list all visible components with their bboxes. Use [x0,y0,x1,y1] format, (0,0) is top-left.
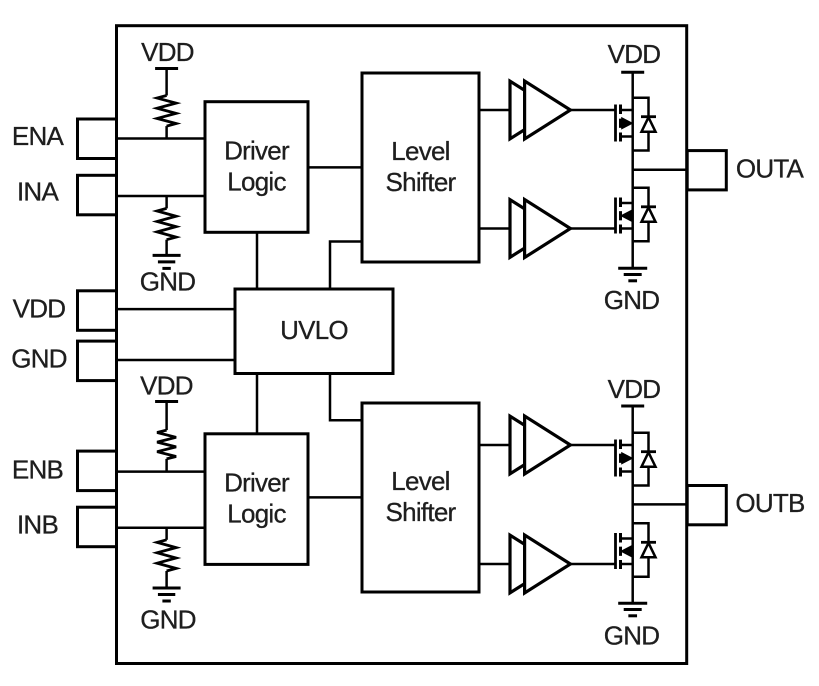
svg-text:VDD: VDD [608,39,661,69]
svg-text:Logic: Logic [227,166,286,196]
svg-text:Shifter: Shifter [386,497,457,527]
svg-text:VDD: VDD [140,371,193,401]
svg-text:OUTA: OUTA [736,153,805,183]
svg-text:Logic: Logic [227,498,286,528]
svg-text:GND: GND [140,267,196,297]
svg-text:Driver: Driver [224,135,290,165]
svg-text:GND: GND [604,621,660,651]
svg-text:ENB: ENB [12,455,63,485]
svg-text:Level: Level [391,466,449,496]
svg-text:GND: GND [140,604,196,634]
svg-text:VDD: VDD [13,293,66,323]
svg-text:ENA: ENA [12,121,65,151]
svg-text:VDD: VDD [141,37,194,67]
svg-text:Level: Level [391,136,449,166]
svg-text:OUTB: OUTB [735,488,804,518]
svg-text:Driver: Driver [224,467,290,497]
svg-text:VDD: VDD [608,374,661,404]
svg-text:Shifter: Shifter [386,167,457,197]
svg-text:INB: INB [17,509,58,539]
svg-text:UVLO: UVLO [280,315,348,345]
svg-text:GND: GND [11,343,67,373]
svg-text:INA: INA [17,177,60,207]
svg-text:GND: GND [604,285,660,315]
